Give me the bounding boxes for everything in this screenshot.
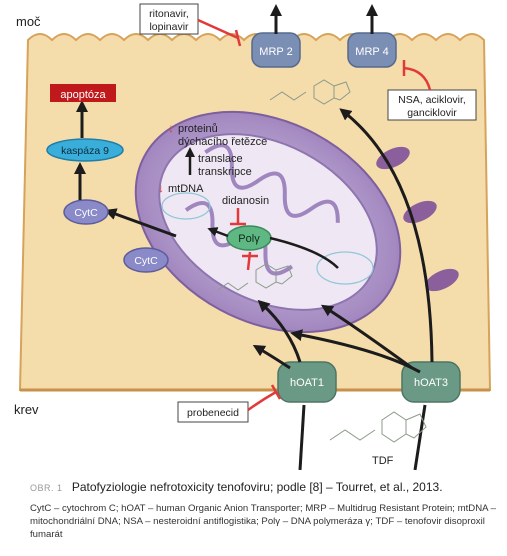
transcription-label: transkripce	[198, 166, 252, 178]
urine-label: moč	[16, 14, 41, 29]
mrp2-label: MRP 2	[259, 46, 292, 58]
cytc-inner	[63, 199, 109, 225]
hoat3-uptake-arrow	[413, 404, 427, 470]
tenofovir-molecule	[269, 79, 351, 105]
translation-label: translace	[198, 153, 243, 165]
tdf-label: TDF	[372, 455, 394, 467]
ritonavir-inhibition	[197, 18, 239, 40]
hoat1-to-mito-arrow	[257, 299, 302, 363]
ganciklovir-label: ganciklovir	[407, 107, 457, 119]
hoat1-to-cell-arrow	[252, 344, 291, 370]
figure-caption: OBR. 1 Patofyziologie nefrotoxicity teno…	[30, 480, 500, 541]
probenecid-label: probenecid	[187, 407, 239, 419]
abbreviation-legend: CytC – cytochrom C; hOAT – human Organic…	[30, 503, 497, 540]
lopinavir-label: lopinavir	[149, 21, 189, 33]
didanosin-label: didanosin	[222, 195, 269, 207]
probenecid-box	[177, 401, 249, 423]
cytc-outer-label: CytC	[134, 255, 158, 267]
tdf-molecule	[329, 411, 427, 443]
hoat1-uptake-arrow	[298, 404, 306, 470]
mtdna-loop	[316, 251, 374, 285]
tenofovir-molecule-mito	[217, 263, 293, 291]
hoat1-label: hOAT1	[290, 377, 324, 389]
hoat3-to-mrp4-arrow	[339, 108, 434, 363]
mitochondrion	[134, 110, 402, 334]
mtdna-loop	[161, 192, 211, 220]
down-arrow-proteins: ↓	[168, 121, 174, 135]
poly-label: Polγ	[238, 233, 260, 245]
nsa-box	[387, 89, 477, 121]
down-arrow-mtdna: ↓	[158, 181, 164, 195]
hoat3-label: hOAT3	[414, 377, 448, 389]
mrp4-label: MRP 4	[355, 46, 388, 58]
respiratory-chain-label: dýchacího řetězce	[178, 136, 267, 148]
mtdna-label: mtDNA	[168, 183, 204, 195]
apoptosis-label: apoptóza	[60, 89, 106, 101]
nephrotoxicity-diagram: moč krev MRP 2 MRP 4 hOAT1 hOAT3 ritonav…	[14, 3, 492, 470]
hoat3-to-mito-arrow	[320, 304, 413, 370]
mito-to-cytc-arrow	[104, 208, 177, 238]
probenecid-inhibition	[247, 390, 277, 412]
apoptosis-box	[50, 84, 116, 102]
figure-title: Patofyziologie nefrotoxicity tenofoviru;…	[71, 480, 443, 494]
blood-label: krev	[14, 402, 39, 417]
ritonavir-box	[139, 3, 199, 35]
figure-number: OBR. 1	[30, 483, 63, 493]
hoat1-transporter	[277, 361, 337, 403]
caspase9-label: kaspáza 9	[61, 145, 109, 157]
nsa-label: NSA, aciklovir,	[398, 94, 466, 106]
cytc-outer	[123, 247, 169, 273]
small-mitochondrion	[425, 268, 459, 292]
nsa-inhibition	[403, 66, 432, 91]
ritonavir-label: ritonavir,	[149, 8, 189, 20]
cytc-inner-label: CytC	[74, 207, 98, 219]
poly-to-mtdna-arrow	[207, 227, 229, 238]
hoat3-lower-arrow	[290, 329, 421, 374]
poly-to-mtdna-right-arrow	[269, 236, 339, 269]
small-mitochondrion	[376, 146, 410, 170]
proteins-label: proteinů	[178, 123, 218, 135]
caspase9	[46, 138, 124, 162]
